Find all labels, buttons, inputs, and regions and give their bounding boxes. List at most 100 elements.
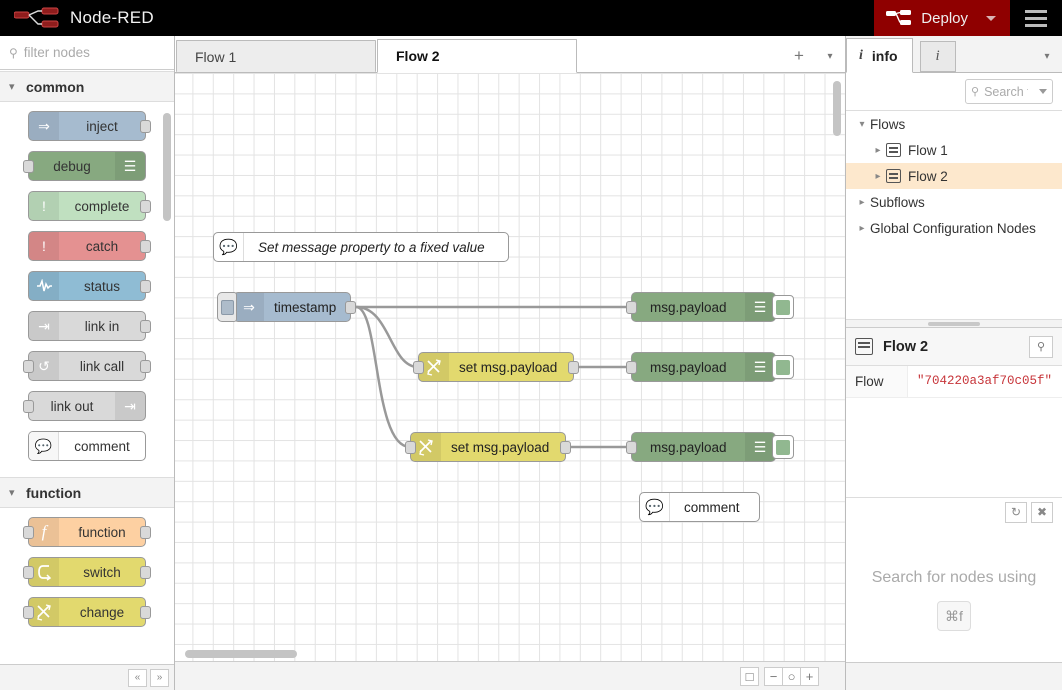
chevron-right-icon[interactable]: ▸ [859,196,865,208]
change-icon [419,353,449,381]
tab-flow-2[interactable]: Flow 2 [377,39,577,73]
refresh-button[interactable]: ↻ [1005,501,1027,523]
canvas-node-label: comment [684,499,740,515]
expand-all-button[interactable]: » [150,668,169,687]
canvas-footer-toolbar: □ − ○ + [175,661,845,690]
deploy-dropdown-caret[interactable] [986,15,996,21]
output-port[interactable] [140,240,151,253]
canvas-node-inject[interactable]: ⇒ timestamp [217,292,356,322]
canvas-node-comment[interactable]: 💬 comment [639,492,760,522]
property-key: Flow [846,366,908,397]
chevron-down-icon[interactable]: ▾ [1044,51,1050,62]
tree-item-subflows[interactable]: ▸ Subflows [846,189,1062,215]
output-port[interactable] [140,360,151,373]
input-port[interactable] [626,441,637,454]
debug-status-square [776,359,790,375]
tab-flow-1[interactable]: Flow 1 [176,40,376,72]
palette-node-link-call[interactable]: ↺ link call [23,351,151,381]
inject-trigger-button[interactable] [217,292,237,322]
input-port[interactable] [23,606,34,619]
canvas-node-debug-3[interactable]: msg.payload ☰ [626,432,794,462]
canvas-vertical-scrollbar[interactable] [833,81,841,136]
properties-search-button[interactable]: ⚲ [1029,335,1053,358]
input-port[interactable] [23,566,34,579]
zoom-in-button[interactable]: + [800,666,819,686]
output-port[interactable] [140,320,151,333]
hamburger-menu-icon[interactable] [1010,0,1062,36]
output-port[interactable] [140,606,151,619]
tree-item-global-config-nodes[interactable]: ▸ Global Configuration Nodes [846,215,1062,241]
palette-node-label: link call [79,358,125,374]
canvas-node-debug-1[interactable]: msg.payload ☰ [626,292,794,322]
palette-node-change[interactable]: change [23,597,151,627]
output-port[interactable] [568,361,579,374]
input-port[interactable] [405,441,416,454]
flow-tab-bar: Flow 1 Flow 2 + ▾ [175,36,845,73]
filter-nodes-input[interactable] [23,45,154,60]
close-button[interactable]: ✖ [1031,501,1053,523]
output-port[interactable] [140,120,151,133]
palette-node-link-out[interactable]: link out ⇥ [23,391,146,421]
chevron-down-icon[interactable]: ▾ [859,118,865,130]
flow-search-box[interactable]: ⚲ [965,79,1053,104]
palette-node-comment[interactable]: 💬 comment [28,431,146,461]
output-port[interactable] [345,301,356,314]
input-port[interactable] [23,360,34,373]
chevron-right-icon[interactable]: ▸ [875,144,881,156]
palette-node-function[interactable]: f function [23,517,151,547]
palette-node-catch[interactable]: ! catch [28,231,151,261]
sidebar-resize-handle[interactable] [846,319,1062,328]
palette-search-bar[interactable]: ⚲ [0,36,174,70]
debug-toggle-button[interactable] [772,435,794,459]
input-port[interactable] [23,526,34,539]
debug-toggle-button[interactable] [772,355,794,379]
flow-search-input[interactable] [984,84,1029,99]
flow-icon [886,143,901,157]
input-port[interactable] [626,361,637,374]
tree-item-flow-2[interactable]: ▸ Flow 2 [846,163,1062,189]
output-port[interactable] [140,200,151,213]
deploy-button[interactable]: Deploy [874,0,1010,36]
navigator-map-button[interactable]: □ [740,666,759,686]
palette-node-debug[interactable]: debug ☰ [23,151,146,181]
input-port[interactable] [23,160,34,173]
palette-node-link-in[interactable]: ⇥ link in [28,311,151,341]
tree-item-flows[interactable]: ▾ Flows [846,111,1062,137]
input-port[interactable] [413,361,424,374]
zoom-out-button[interactable]: − [764,666,783,686]
debug-lines-icon: ☰ [745,433,775,461]
tree-item-flow-1[interactable]: ▸ Flow 1 [846,137,1062,163]
chevron-right-icon[interactable]: ▸ [859,222,865,234]
zoom-reset-button[interactable]: ○ [782,666,801,686]
chevron-down-icon[interactable] [1039,89,1047,94]
output-port[interactable] [560,441,571,454]
input-port[interactable] [626,301,637,314]
chevron-down-icon[interactable]: ▾ [827,50,833,62]
canvas-node-change-1[interactable]: set msg.payload [413,352,579,382]
flow-canvas[interactable]: 💬 Set message property to a fixed value … [175,73,845,661]
tab-info[interactable]: i info [846,38,913,73]
debug-toggle-button[interactable] [772,295,794,319]
add-flow-button[interactable]: + [794,46,804,65]
collapse-all-button[interactable]: « [128,668,147,687]
palette-category-function[interactable]: ▾ function [0,477,174,508]
info-panel-button[interactable]: i [919,41,956,72]
palette-node-status[interactable]: status [28,271,151,301]
palette-node-list-common: ⇒ inject debug ☰ ! complete ! catch [0,102,174,477]
canvas-node-debug-2[interactable]: msg.payload ☰ [626,352,794,382]
palette-node-complete[interactable]: ! complete [28,191,151,221]
output-port[interactable] [140,526,151,539]
palette-scrollbar[interactable] [163,113,171,221]
output-port[interactable] [140,566,151,579]
palette-node-switch[interactable]: switch [23,557,151,587]
output-port[interactable] [140,280,151,293]
palette-category-common[interactable]: ▾ common [0,71,174,102]
chevron-right-icon[interactable]: ▸ [875,170,881,182]
inject-button-square [220,299,234,315]
canvas-node-change-2[interactable]: set msg.payload [405,432,571,462]
canvas-horizontal-scrollbar[interactable] [185,650,297,658]
palette-node-inject[interactable]: ⇒ inject [28,111,151,141]
canvas-node-comment-description[interactable]: 💬 Set message property to a fixed value [213,232,509,262]
input-port[interactable] [23,400,34,413]
